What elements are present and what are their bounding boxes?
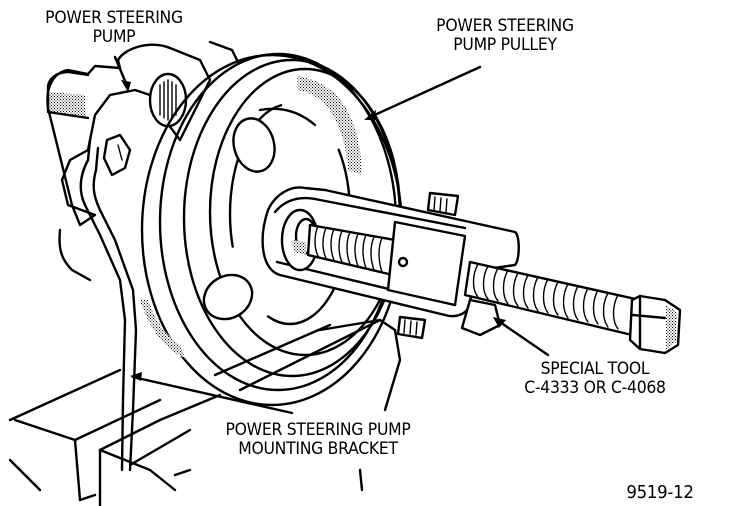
- label-pump-line2: PUMP: [92, 27, 136, 47]
- label-special-tool: SPECIAL TOOL C-4333 OR C-4068: [494, 360, 696, 398]
- special-tool-puller: [261, 186, 682, 355]
- pulley-hole-lower: [202, 273, 254, 321]
- label-pulley-line2: PUMP PULLEY: [453, 35, 557, 55]
- label-bracket-line2: MOUNTING BRACKET: [238, 439, 398, 459]
- clamp-bolt-top: [426, 191, 460, 217]
- label-tool-line1: SPECIAL TOOL: [540, 359, 650, 379]
- clamp-bolt-bottom: [396, 315, 427, 340]
- leader-tool: [495, 318, 550, 357]
- label-power-steering-pump: POWER STEERING PUMP: [22, 9, 206, 47]
- leader-pump-top: [208, 40, 240, 64]
- vise-jaws: [8, 318, 402, 506]
- label-bracket-line1: POWER STEERING PUMP: [225, 420, 411, 440]
- leader-pulley: [366, 65, 482, 120]
- leader-lines: [113, 40, 550, 415]
- pump-pulley: [140, 52, 404, 407]
- label-mounting-bracket: POWER STEERING PUMP MOUNTING BRACKET: [189, 421, 447, 459]
- label-tool-line2: C-4333 OR C-4068: [524, 378, 666, 398]
- label-pulley-line1: POWER STEERING: [436, 16, 574, 36]
- label-power-steering-pump-pulley: POWER STEERING PUMP PULLEY: [408, 17, 601, 55]
- screw-threads-inner: [314, 225, 383, 273]
- power-steering-pump-body: [46, 43, 212, 472]
- label-pump-line1: POWER STEERING: [45, 8, 183, 28]
- screw-threads-outer: [472, 263, 619, 330]
- leader-bracket: [131, 375, 294, 415]
- figure-number: 9519-12: [626, 482, 694, 503]
- pulley-hole-upper: [232, 117, 276, 173]
